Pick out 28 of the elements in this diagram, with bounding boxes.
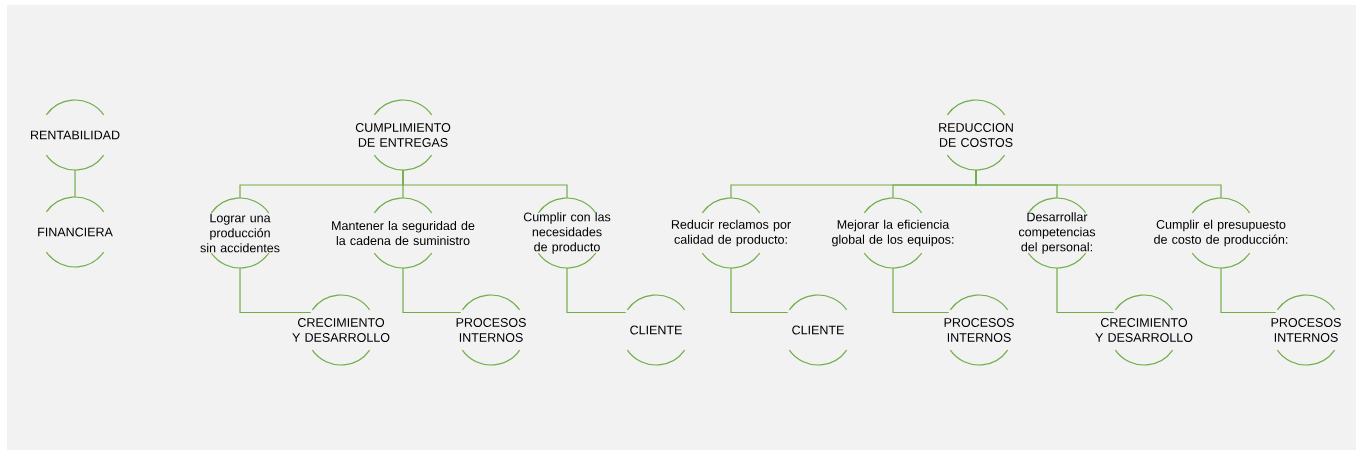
circle-node: CUMPLIMIENTO DE ENTREGAS [355,99,451,171]
connector-line [239,267,312,314]
circle-node: CLIENTE [626,294,686,366]
connector-line [730,267,789,314]
circle-node: CRECIMIENTO Y DESARROLLO [292,294,390,366]
connector-line [74,169,76,198]
connector-line [566,267,627,314]
connector-line [892,267,950,314]
connector-line [402,267,462,314]
circle-node: Reducir reclamos por calidad de producto: [671,197,791,269]
circle-node: CRECIMIENTO Y DESARROLLO [1095,294,1193,366]
circle-node: PROCESOS INTERNOS [456,294,526,366]
circle-node: Cumplir el presupuesto de costo de producción: [1154,197,1288,269]
circle-node: CLIENTE [788,294,848,366]
circle-node: Lograr una producción sin accidentes [200,197,280,269]
connector-line [1220,267,1277,314]
connector-line [975,169,1222,199]
circle-node: Cumplir con las necesidades de producto [523,197,611,269]
circle-node: Mejorar la eficiencia global de los equipos: [832,197,954,269]
circle-node: Mantener la seguridad de la cadena de suministro [332,197,475,269]
connector-line [402,169,568,199]
connector-line [1056,267,1115,314]
circle-node: PROCESOS INTERNOS [1271,294,1341,366]
circle-node: RENTABILIDAD [31,99,120,171]
circle-node: FINANCIERA [38,196,113,268]
circle-node: Desarrollar competencias del personal: [1018,197,1096,269]
circle-node: REDUCCION DE COSTOS [939,99,1013,171]
circle-node: PROCESOS INTERNOS [944,294,1014,366]
